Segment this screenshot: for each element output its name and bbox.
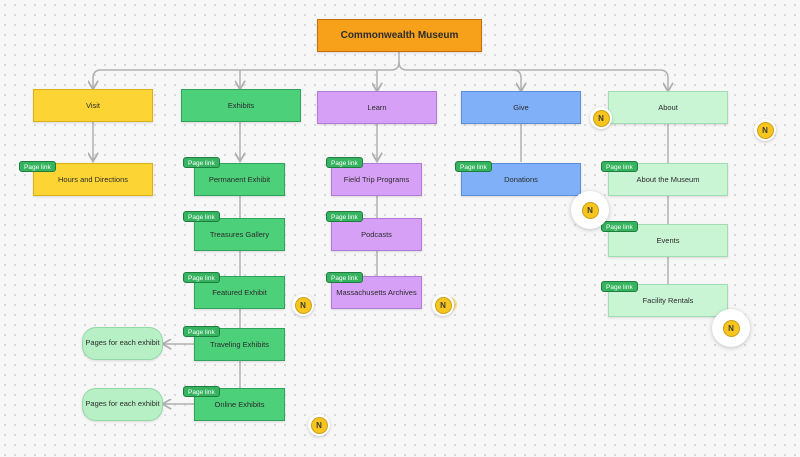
pages-for-each-exhibit-pill[interactable]: Pages for each exhibit <box>82 327 163 360</box>
page-massachusetts-archives-label: Massachusetts Archives <box>336 288 417 297</box>
connector-root-give <box>398 61 521 90</box>
page-featured-exhibit-label: Featured Exhibit <box>212 288 267 297</box>
collaborator-avatar[interactable]: N <box>754 119 776 141</box>
page-online-exhibits-label: Online Exhibits <box>214 400 265 409</box>
page-about-the-museum-label: About the Museum <box>636 175 700 184</box>
page-link-tag: Page link <box>601 221 638 232</box>
page-podcasts-label: Podcasts <box>361 230 392 239</box>
avatar-n-icon: N <box>756 121 774 139</box>
page-link-tag: Page link <box>326 211 363 222</box>
page-treasures-gallery[interactable]: Treasures Gallery <box>194 218 285 251</box>
page-link-tag: Page link <box>183 386 220 397</box>
collaborator-cursor[interactable]: N <box>712 309 750 347</box>
section-exhibits[interactable]: Exhibits <box>181 89 301 122</box>
page-treasures-gallery-label: Treasures Gallery <box>209 230 270 239</box>
page-link-tag: Page link <box>601 161 638 172</box>
section-about[interactable]: About <box>608 91 728 124</box>
page-field-trip-programs-label: Field Trip Programs <box>343 175 410 184</box>
root-title: Commonwealth Museum <box>340 30 459 41</box>
page-field-trip-programs[interactable]: Field Trip Programs <box>331 163 422 196</box>
avatar-n-icon: N <box>581 201 604 219</box>
page-link-tag: Page link <box>183 211 220 222</box>
page-link-tag: Page link <box>19 161 56 172</box>
section-about-label: About <box>658 103 678 112</box>
page-link-tag: Page link <box>326 157 363 168</box>
section-visit-label: Visit <box>85 101 101 110</box>
section-visit[interactable]: Visit <box>33 89 153 122</box>
collaborator-cursor[interactable]: N <box>571 191 609 229</box>
page-events-label: Events <box>656 236 680 245</box>
pages-for-each-exhibit-label: Pages for each exhibit <box>85 399 160 409</box>
page-hours-directions[interactable]: Hours and Directions <box>33 163 153 196</box>
root-node[interactable]: Commonwealth Museum <box>317 19 482 52</box>
page-hours-directions-label: Hours and Directions <box>57 175 129 184</box>
avatar-n-icon: N <box>310 416 328 434</box>
page-link-tag: Page link <box>183 272 220 283</box>
page-facility-rentals-label: Facility Rentals <box>642 296 694 305</box>
page-link-tag: Page link <box>601 281 638 292</box>
page-link-tag: Page link <box>455 161 492 172</box>
page-podcasts[interactable]: Podcasts <box>331 218 422 251</box>
page-permanent-exhibit-label: Permanent Exhibit <box>208 175 271 184</box>
section-learn-label: Learn <box>367 103 387 112</box>
collaborator-avatar[interactable]: N <box>308 414 330 436</box>
page-traveling-exhibits-label: Traveling Exhibits <box>210 340 269 349</box>
page-link-tag: Page link <box>326 272 363 283</box>
section-learn[interactable]: Learn <box>317 91 437 124</box>
avatar-n-icon: N <box>592 109 615 127</box>
pages-for-each-exhibit-pill[interactable]: Pages for each exhibit <box>82 388 163 421</box>
avatar-n-icon: N <box>434 296 457 314</box>
collaborator-avatar[interactable]: N <box>432 294 457 316</box>
page-permanent-exhibit[interactable]: Permanent Exhibit <box>194 163 285 196</box>
page-link-tag: Page link <box>183 157 220 168</box>
connector-root-visit <box>93 52 400 88</box>
pages-for-each-exhibit-label: Pages for each exhibit <box>85 338 160 348</box>
collaborator-avatar[interactable]: N <box>292 294 314 316</box>
collaborator-avatar[interactable]: N <box>590 107 615 129</box>
section-give-label: Give <box>513 103 529 112</box>
page-donations-label: Donations <box>504 175 538 184</box>
section-exhibits-label: Exhibits <box>227 101 255 110</box>
avatar-n-icon: N <box>294 296 312 314</box>
page-link-tag: Page link <box>183 326 220 337</box>
avatar-n-icon: N <box>722 319 745 337</box>
section-give[interactable]: Give <box>461 91 581 124</box>
connector-root-about <box>513 69 668 90</box>
